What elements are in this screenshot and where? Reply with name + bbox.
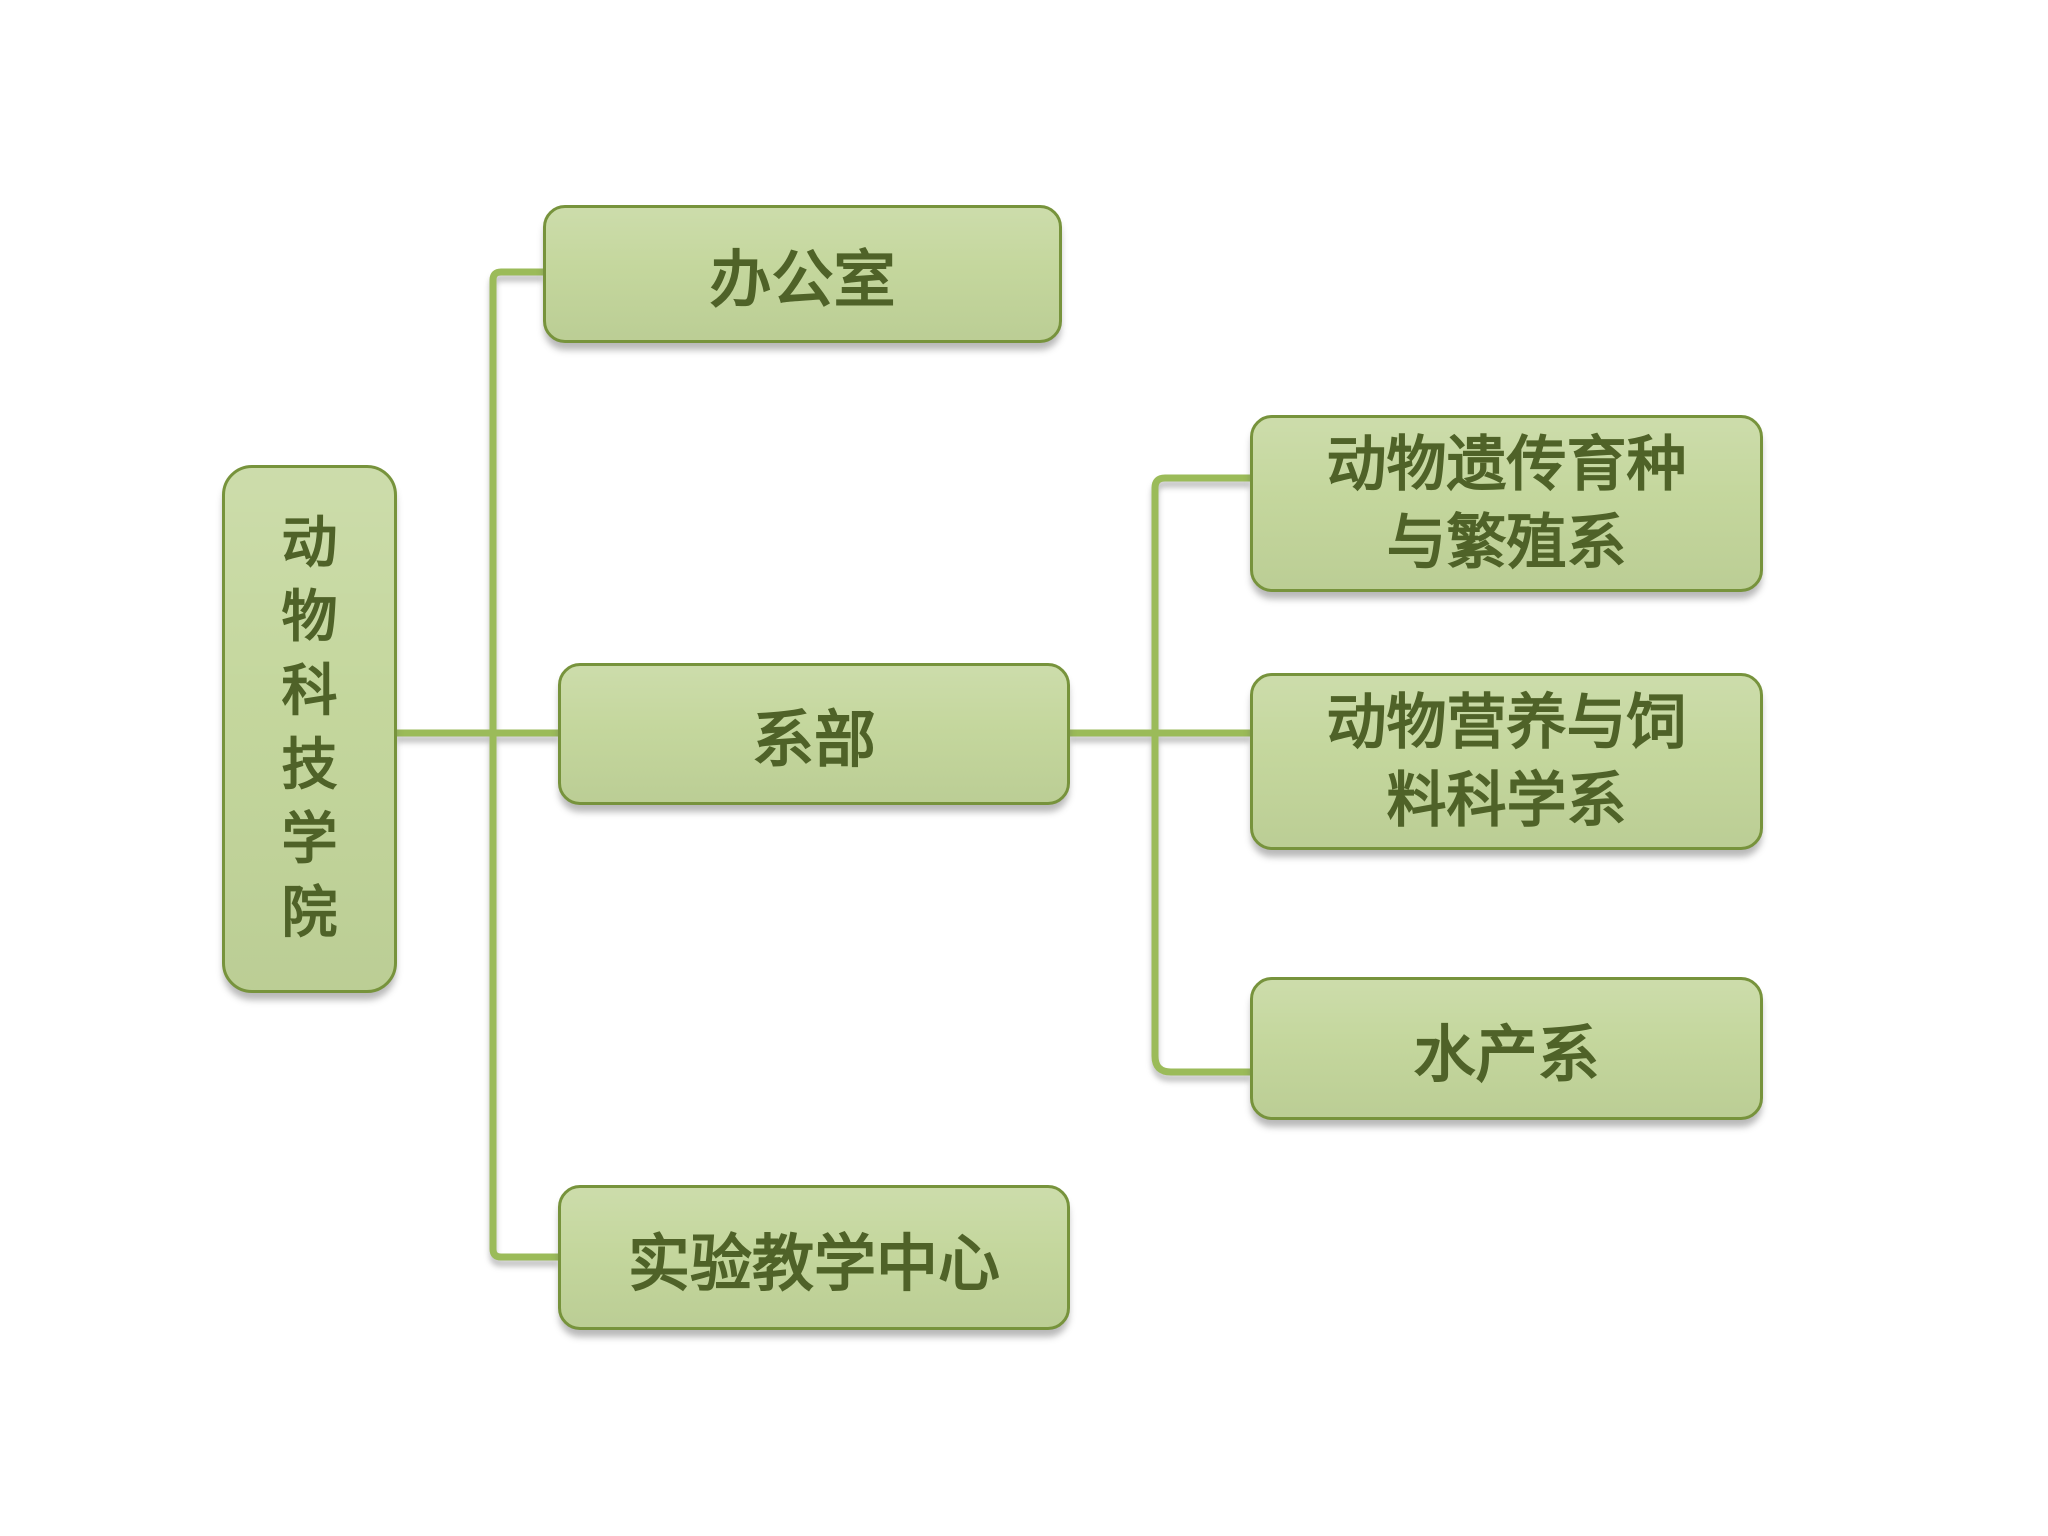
node-departments-label: 系部 — [751, 703, 876, 776]
node-lab-teaching-center-label: 实验教学中心 — [627, 1226, 1000, 1300]
node-genetics-breeding-label-line1: 动物遗传育种 — [1326, 429, 1687, 500]
node-nutrition-feed-dept[interactable]: 动物营养与饲 料科学系 — [1250, 673, 1763, 850]
node-office-label: 办公室 — [709, 243, 896, 316]
node-departments[interactable]: 系部 — [558, 663, 1070, 805]
connector-right-trunk — [1151, 474, 1250, 1076]
node-root-college[interactable]: 动物科技学院 — [222, 465, 397, 993]
node-lab-teaching-center[interactable]: 实验教学中心 — [558, 1185, 1070, 1330]
node-genetics-breeding-label-line2: 与繁殖系 — [1386, 507, 1627, 578]
node-root-label: 动物科技学院 — [281, 511, 338, 946]
connector-left-trunk — [489, 268, 558, 1261]
node-nutrition-feed-label-line1: 动物营养与饲 — [1326, 687, 1687, 758]
node-genetics-breeding-dept[interactable]: 动物遗传育种 与繁殖系 — [1250, 415, 1763, 592]
node-office[interactable]: 办公室 — [543, 205, 1062, 343]
node-aquaculture-label: 水产系 — [1413, 1017, 1600, 1091]
node-nutrition-feed-label-line2: 料科学系 — [1386, 765, 1627, 836]
node-aquaculture-dept[interactable]: 水产系 — [1250, 977, 1763, 1120]
